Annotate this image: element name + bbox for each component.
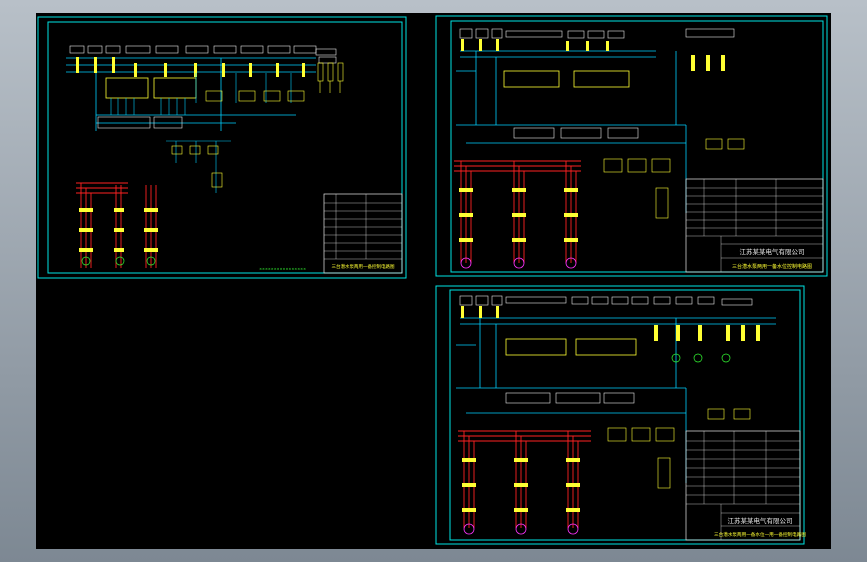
sheet-2-company: 江苏某某电气有限公司 bbox=[740, 247, 805, 256]
sheet-1-outer-border bbox=[37, 16, 407, 279]
sheet-3-plc-module-1 bbox=[505, 338, 567, 356]
sheet-1-inner-border bbox=[47, 21, 403, 274]
cad-drawing: 三台潜水泵两用一备控制电路图 ×××××××××××××××× bbox=[37, 15, 828, 545]
sheet-2-wiring bbox=[456, 50, 687, 213]
sheet-2-header-boxes bbox=[459, 28, 735, 39]
sheet-1-plc-wiring bbox=[110, 73, 292, 115]
sheet-1-right-outputs bbox=[317, 62, 344, 93]
sheet-2-plc-module-1 bbox=[503, 70, 560, 88]
sheet-1-motor-branches bbox=[76, 182, 158, 268]
sheet-2-title-text: 三台潜水泵两用一备水位控制电路图 bbox=[732, 263, 812, 270]
sheet-3-plc-modules bbox=[505, 338, 637, 356]
sheet-2-motor-branches bbox=[454, 160, 581, 269]
sheet-3-company: 江苏某某电气有限公司 bbox=[728, 516, 793, 525]
sheet-1-header-boxes bbox=[69, 45, 337, 64]
sheet-2-terminal-strip bbox=[513, 127, 639, 139]
sheet-3-inner-border bbox=[449, 289, 801, 541]
sheet-3-motor-branches bbox=[458, 430, 591, 535]
sheet-1-title-text: 三台潜水泵两用一备控制电路图 bbox=[332, 263, 395, 270]
sheet-1-top-components bbox=[76, 57, 305, 77]
sheet-1: 三台潜水泵两用一备控制电路图 ×××××××××××××××× bbox=[37, 16, 407, 279]
sheet-3-title-block: 江苏某某电气有限公司 三台潜水泵两用一备水位一用一备控制电路图 bbox=[685, 430, 806, 541]
sheet-3-terminal-strip bbox=[505, 392, 635, 404]
sheet-1-relays bbox=[205, 90, 305, 102]
sheet-1-title-block: 三台潜水泵两用一备控制电路图 bbox=[323, 193, 403, 274]
sheet-1-terminal-strip bbox=[97, 116, 183, 129]
sheet-2-relays bbox=[603, 138, 745, 219]
sheet-3-indicator-lamps bbox=[671, 353, 731, 363]
sheet-3: 江苏某某电气有限公司 三台潜水泵两用一备水位一用一备控制电路图 bbox=[435, 285, 806, 545]
sheet-1-footer-note: ×××××××××××××××× bbox=[259, 267, 306, 271]
sheet-2-outer-border bbox=[435, 15, 828, 277]
sheet-1-plc-module-1 bbox=[105, 77, 149, 99]
sheet-2-plc-modules bbox=[503, 70, 630, 88]
sheet-1-plc-module-2 bbox=[153, 77, 197, 99]
sheet-2-top-components bbox=[461, 39, 725, 71]
sheet-3-wiring bbox=[456, 317, 776, 483]
sheet-2-plc-module-2 bbox=[573, 70, 630, 88]
sheet-3-outer-border bbox=[435, 285, 805, 545]
sheet-3-top-components bbox=[461, 306, 760, 341]
sheet-3-plc-module-2 bbox=[575, 338, 637, 356]
sheet-2-inner-border bbox=[450, 20, 824, 273]
sheet-1-mid-components bbox=[171, 145, 223, 188]
sheet-3-title-text: 三台潜水泵两用一备水位一用一备控制电路图 bbox=[714, 531, 806, 538]
sheet-2-title-block: 江苏某某电气有限公司 三台潜水泵两用一备水位控制电路图 bbox=[685, 178, 824, 273]
sheet-2: 江苏某某电气有限公司 三台潜水泵两用一备水位控制电路图 bbox=[435, 15, 828, 277]
sheet-3-relays bbox=[607, 408, 751, 489]
sheet-1-mid-circuit bbox=[166, 140, 231, 193]
drawing-viewport[interactable]: 三台潜水泵两用一备控制电路图 ×××××××××××××××× bbox=[36, 13, 831, 549]
sheet-3-header-boxes bbox=[459, 295, 753, 306]
